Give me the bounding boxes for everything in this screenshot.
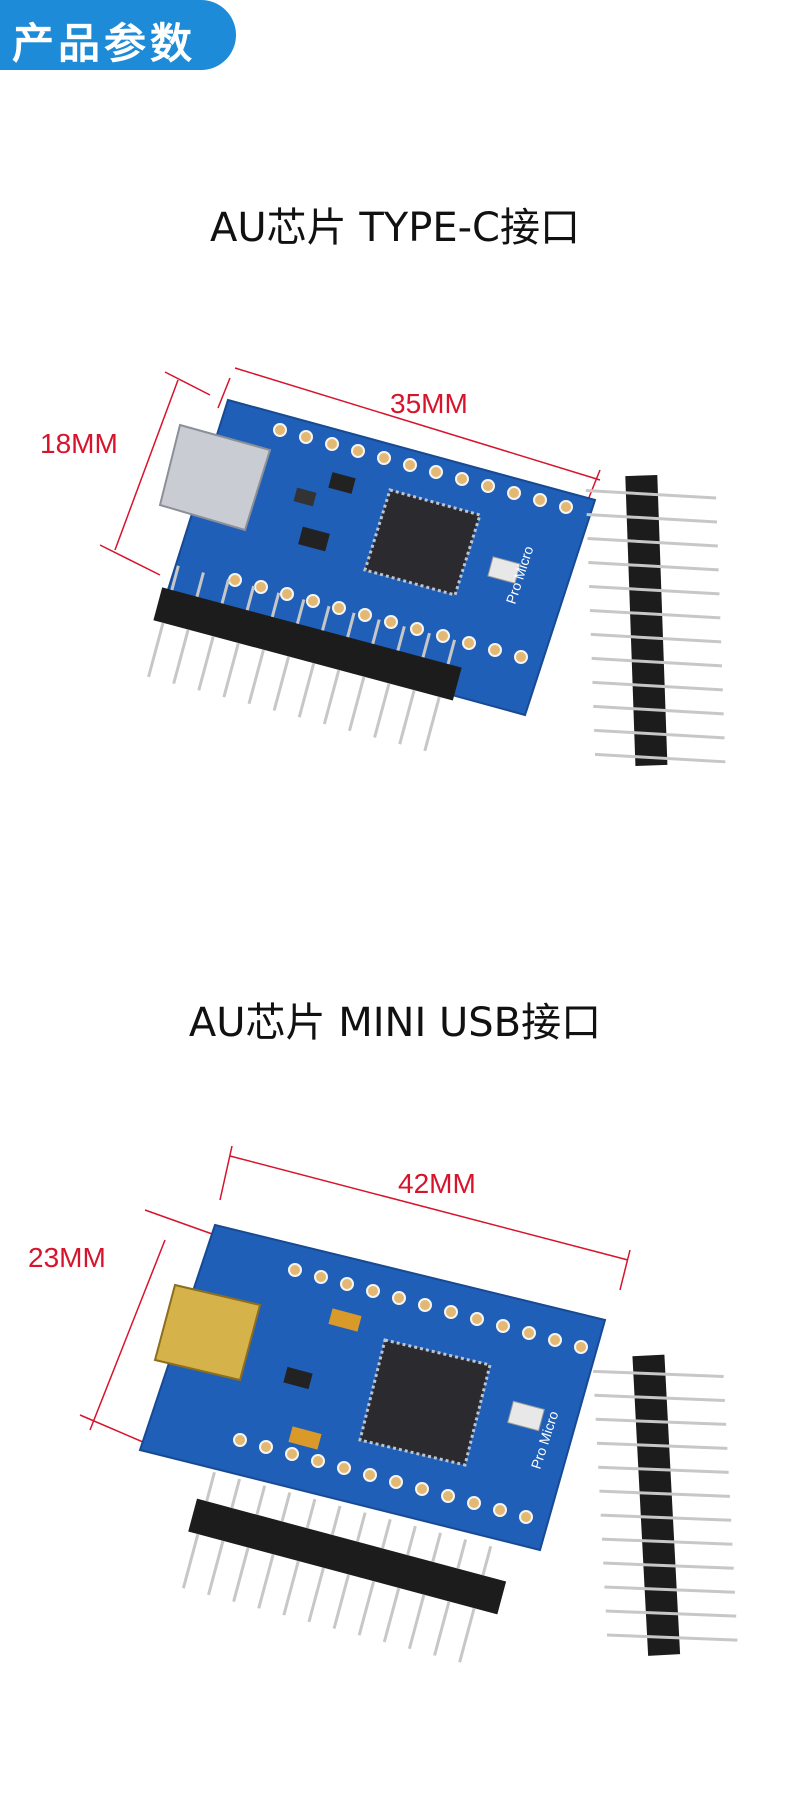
section1-product-image: Pro Micro (0, 350, 790, 870)
section-tab-label: 产品参数 (12, 19, 197, 68)
section1-width-label: 18MM (40, 428, 118, 459)
section1-length-label: 35MM (390, 388, 468, 419)
section2-length-label: 42MM (398, 1168, 476, 1199)
section2-width-label: 23MM (28, 1242, 106, 1273)
section2-product-image: Pro Micro (0, 1140, 790, 1800)
section2-title: AU芯片 MINI USB接口 (188, 1000, 602, 1046)
section1-board-illustration: Pro Micro (99, 367, 726, 766)
section-tab: 产品参数 (0, 0, 236, 70)
section2-board-illustration: Pro Micro (79, 1145, 738, 1663)
section1-title: AU芯片 TYPE-C接口 (210, 205, 580, 251)
